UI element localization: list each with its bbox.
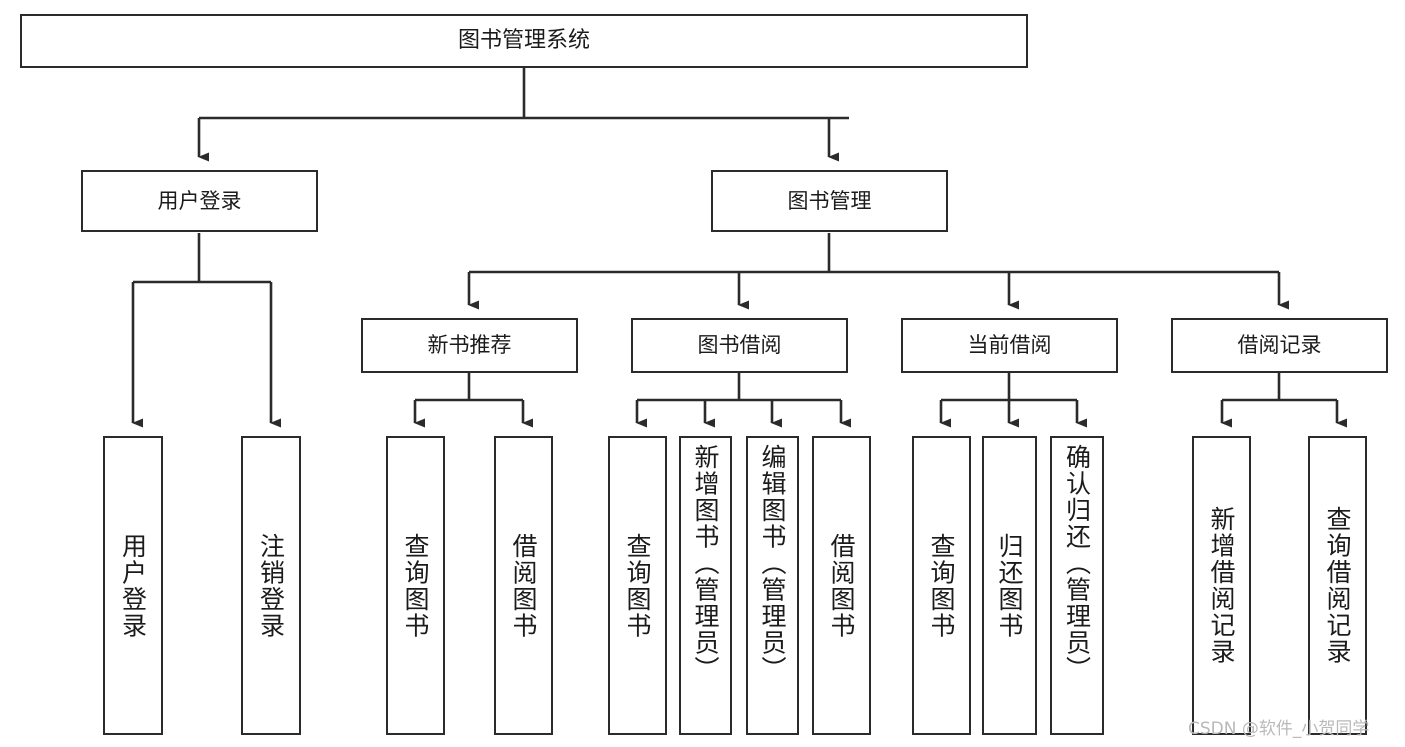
- leaf-logout-login[interactable]: 注销登录: [241, 436, 301, 735]
- node-book-borrow-label: 图书借阅: [697, 333, 782, 358]
- leaf-borrow-book-2[interactable]: 借阅图书: [812, 436, 871, 735]
- leaf-query-book-1-label: 查询图书: [401, 532, 430, 639]
- leaf-query-book-1[interactable]: 查询图书: [386, 436, 445, 735]
- leaf-edit-book-label: 编辑图书（管理员）: [758, 444, 787, 683]
- leaf-query-book-3[interactable]: 查询图书: [912, 436, 971, 735]
- leaf-add-borrow-record[interactable]: 新增借阅记录: [1192, 436, 1251, 735]
- node-new-book-recommend[interactable]: 新书推荐: [361, 318, 578, 373]
- leaf-borrow-book-1-label: 借阅图书: [509, 532, 538, 639]
- node-book-management-label: 图书管理: [787, 188, 872, 213]
- leaf-query-book-2[interactable]: 查询图书: [608, 436, 667, 735]
- node-root-label: 图书管理系统: [457, 28, 590, 54]
- leaf-confirm-return[interactable]: 确认归还（管理员）: [1050, 436, 1104, 735]
- leaf-borrow-book-2-label: 借阅图书: [827, 532, 856, 639]
- node-user-login[interactable]: 用户登录: [81, 170, 318, 232]
- leaf-return-book-label: 归还图书: [995, 532, 1024, 639]
- node-book-management[interactable]: 图书管理: [711, 170, 948, 232]
- leaf-add-borrow-record-label: 新增借阅记录: [1207, 506, 1236, 665]
- node-current-borrow[interactable]: 当前借阅: [901, 318, 1118, 373]
- node-new-book-recommend-label: 新书推荐: [427, 333, 512, 358]
- leaf-query-book-2-label: 查询图书: [623, 532, 652, 639]
- node-borrow-record[interactable]: 借阅记录: [1171, 318, 1388, 373]
- node-book-borrow[interactable]: 图书借阅: [631, 318, 848, 373]
- leaf-add-book-label: 新增图书（管理员）: [691, 444, 720, 683]
- node-borrow-record-label: 借阅记录: [1237, 333, 1322, 358]
- leaf-logout-login-label: 注销登录: [256, 532, 286, 639]
- csdn-watermark: CSDN @软件_小贺同学: [1188, 719, 1370, 739]
- leaf-return-book[interactable]: 归还图书: [982, 436, 1037, 735]
- leaf-user-login[interactable]: 用户登录: [103, 436, 163, 735]
- leaf-query-borrow-record-label: 查询借阅记录: [1323, 506, 1352, 665]
- node-user-login-label: 用户登录: [157, 188, 242, 213]
- leaf-query-book-3-label: 查询图书: [927, 532, 956, 639]
- leaf-borrow-book-1[interactable]: 借阅图书: [494, 436, 553, 735]
- leaf-add-book[interactable]: 新增图书（管理员）: [679, 436, 732, 735]
- leaf-user-login-label: 用户登录: [118, 532, 148, 639]
- leaf-confirm-return-label: 确认归还（管理员）: [1062, 444, 1092, 683]
- leaf-edit-book[interactable]: 编辑图书（管理员）: [746, 436, 799, 735]
- node-current-borrow-label: 当前借阅: [967, 333, 1052, 358]
- node-root[interactable]: 图书管理系统: [20, 14, 1028, 68]
- leaf-query-borrow-record[interactable]: 查询借阅记录: [1308, 436, 1367, 735]
